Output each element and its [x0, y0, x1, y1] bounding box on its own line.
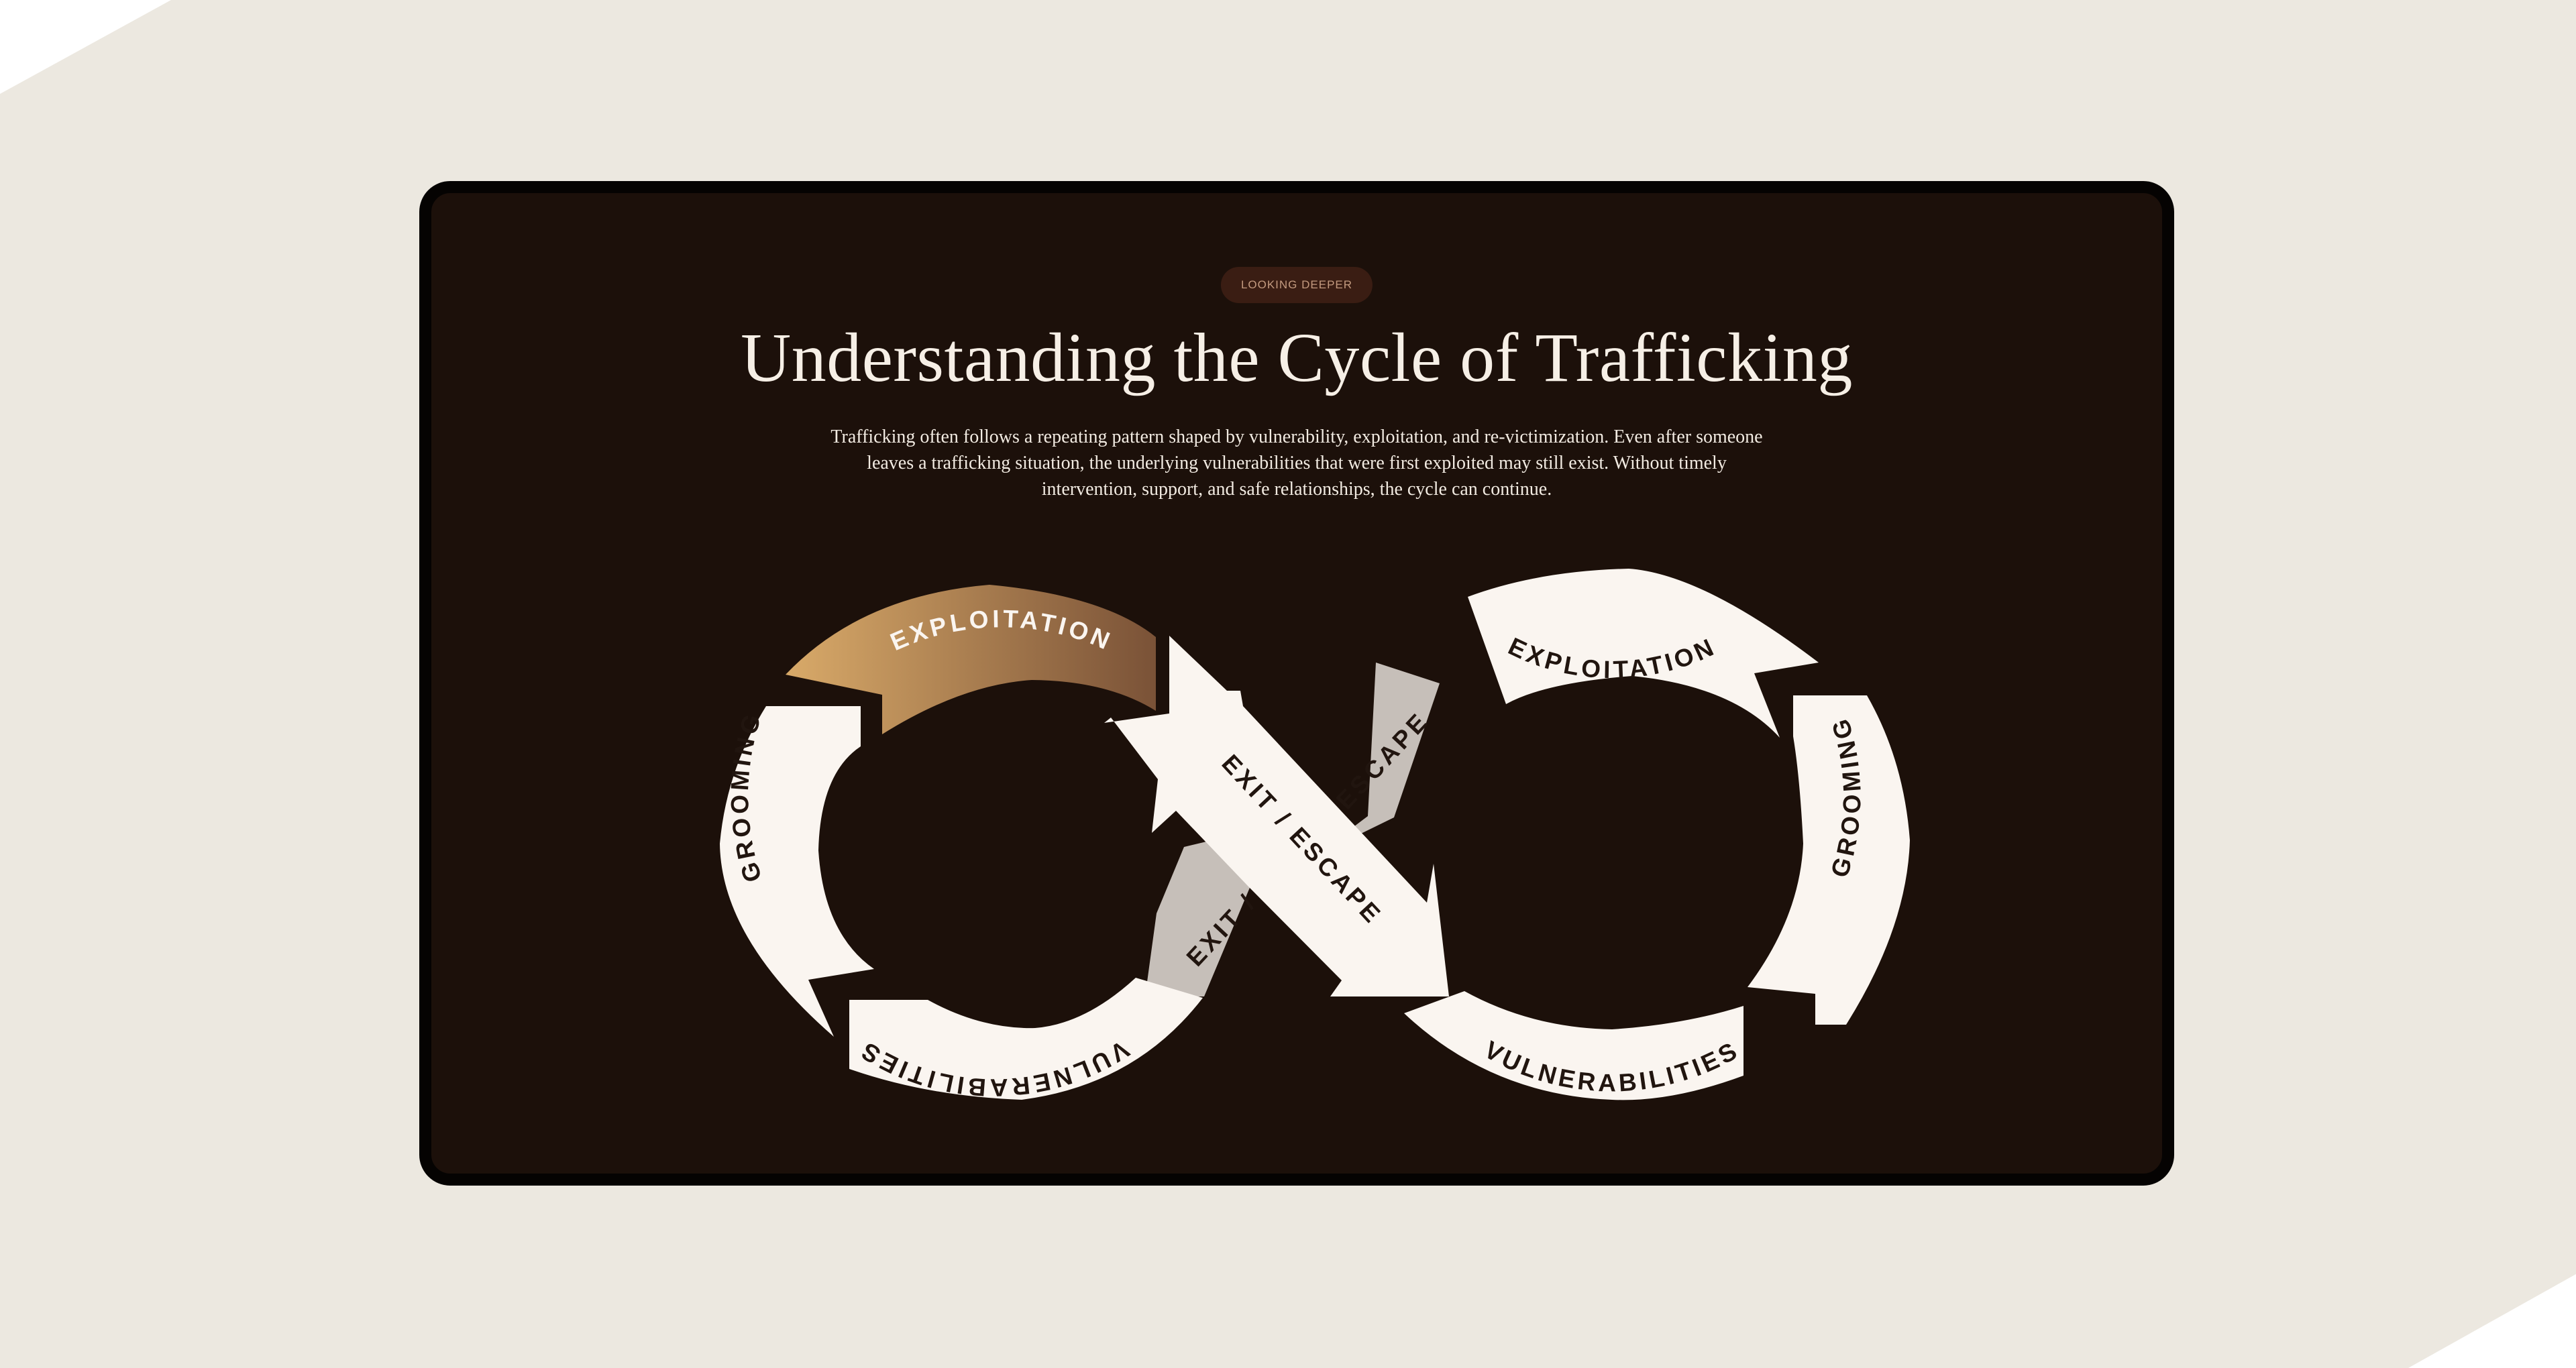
intro-paragraph: Trafficking often follows a repeating pa…	[830, 426, 1763, 500]
right-exploitation-segment	[1468, 569, 1819, 738]
right-vulnerabilities-segment	[1404, 991, 1743, 1100]
left-vulnerabilities-segment	[849, 978, 1203, 1100]
content-card: LOOKING DEEPER Understanding the Cycle o…	[419, 181, 2174, 1186]
trafficking-cycle-diagram: EXPLOITATION GROOMING VULNERABILITIES EX…	[720, 569, 1910, 1101]
left-exploitation-segment	[786, 585, 1156, 734]
section-badge: LOOKING DEEPER	[1220, 267, 1373, 303]
left-grooming-segment	[720, 706, 874, 1037]
exit-escape-back-arrow	[1145, 663, 1440, 996]
page-title: Understanding the Cycle of Trafficking	[741, 319, 1853, 396]
exit-escape-front-arrow	[1104, 636, 1449, 996]
right-grooming-segment	[1748, 695, 1910, 1025]
